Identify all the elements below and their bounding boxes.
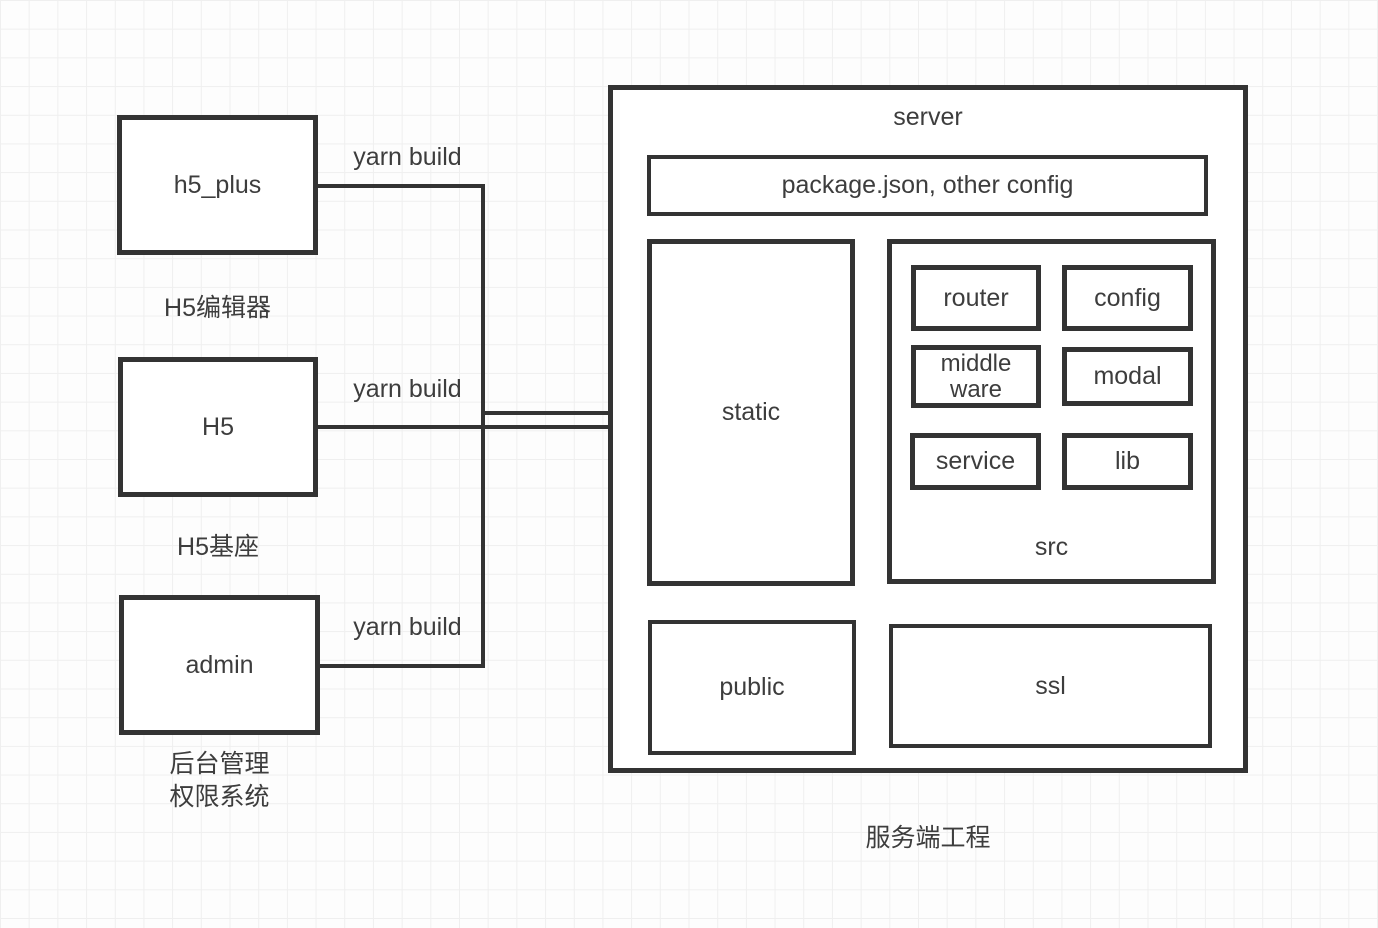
node-service: service (910, 433, 1041, 490)
node-modal: modal (1062, 347, 1193, 406)
node-package-config-label: package.json, other config (781, 171, 1074, 199)
node-service-label: service (935, 447, 1016, 475)
caption-h5-editor: H5编辑器 (164, 294, 271, 322)
node-static: static (647, 239, 855, 586)
node-ssl: ssl (889, 624, 1212, 748)
node-static-label: static (721, 398, 781, 426)
node-public: public (648, 620, 856, 755)
node-config: config (1062, 265, 1193, 331)
edge-label-yarn-build-1: yarn build (353, 143, 462, 171)
node-lib: lib (1062, 433, 1193, 490)
connector-h5plus-admin-trunk (318, 184, 485, 668)
node-admin-label: admin (185, 650, 254, 679)
node-router-label: router (943, 283, 1009, 312)
caption-admin-system: 后台管理 权限系统 (169, 750, 270, 811)
server-title: server (893, 103, 963, 131)
node-middleware-label: middle ware (940, 349, 1012, 403)
caption-h5-base: H5基座 (177, 533, 259, 561)
node-public-label: public (719, 673, 785, 701)
node-h5-label: H5 (202, 412, 234, 441)
edge-label-yarn-build-3: yarn build (353, 613, 462, 641)
caption-server-project: 服务端工程 (865, 824, 991, 852)
node-middleware: middle ware (911, 345, 1041, 408)
edge-label-yarn-build-2: yarn build (353, 375, 462, 403)
node-ssl-label: ssl (1035, 671, 1066, 700)
src-label: src (1034, 533, 1069, 561)
node-h5-plus: h5_plus (117, 115, 318, 255)
node-package-config: package.json, other config (647, 155, 1208, 216)
node-h5: H5 (118, 357, 318, 497)
node-admin: admin (119, 595, 320, 735)
node-router: router (911, 265, 1041, 331)
node-h5-plus-label: h5_plus (173, 170, 262, 199)
node-lib-label: lib (1114, 447, 1140, 475)
node-modal-label: modal (1093, 362, 1162, 390)
node-config-label: config (1094, 283, 1161, 312)
